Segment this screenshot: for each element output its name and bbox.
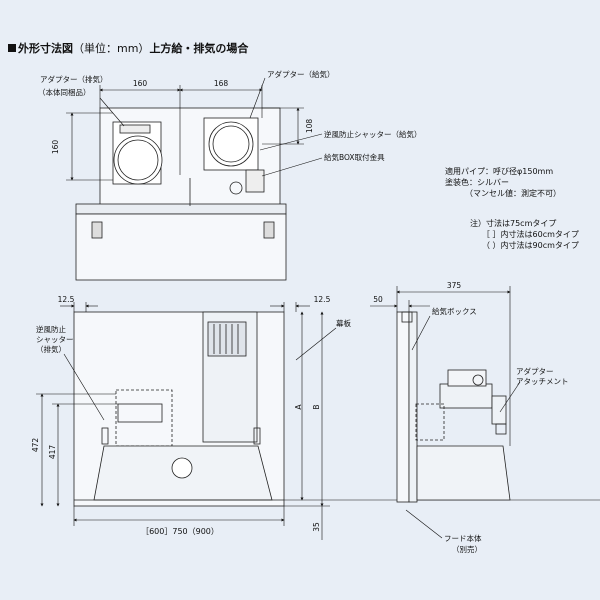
top-view-dims — [66, 77, 323, 181]
dim-12-5-left: 12.5 — [58, 295, 75, 304]
front-view — [73, 311, 285, 507]
side-view-dims — [370, 286, 521, 539]
dim-A: A — [294, 404, 303, 410]
title-tail: 上方給・排気の場合 — [149, 42, 249, 55]
label-backdraft-exhaust-3: （排気） — [36, 344, 66, 354]
note-90cm: （ ）内寸法は90cmタイプ — [482, 241, 579, 250]
label-curtain: 幕板 — [336, 318, 351, 328]
title-bullet-icon — [8, 44, 16, 52]
dim-472: 472 — [31, 438, 40, 453]
dim-417: 417 — [48, 445, 57, 460]
note-75cm: 注）寸法は75cmタイプ — [470, 219, 557, 228]
spec-munsell: （マンセル値：測定不可） — [465, 189, 561, 198]
dim-168: 168 — [214, 79, 229, 88]
dim-35: 35 — [312, 522, 321, 532]
dim-B: B — [312, 404, 321, 409]
dim-108: 108 — [305, 119, 314, 134]
dim-160-horizontal: 160 — [133, 79, 148, 88]
spec-block: 適用パイプ：呼び径φ150mm 塗装色：シルバー （マンセル値：測定不可） — [445, 166, 561, 199]
label-box-bracket: 給気BOX取付金具 — [324, 152, 385, 162]
label-backdraft-exhaust-1: 逆風防止 — [36, 324, 66, 334]
label-adapter-attachment-2: アタッチメント — [516, 377, 569, 386]
top-view — [75, 107, 287, 281]
spec-pipe: 適用パイプ：呼び径φ150mm — [445, 167, 554, 176]
label-supply-box: 給気ボックス — [432, 306, 477, 316]
label-backdraft-supply: 逆風防止シャッター（給気） — [324, 129, 422, 139]
label-adapter-exhaust: アダプター（排気） — [40, 74, 108, 84]
side-view — [396, 311, 511, 503]
spec-color: 塗装色：シルバー — [445, 178, 509, 187]
label-adapter-attachment-1: アダプター — [516, 366, 554, 376]
label-hood-body-1: フード本体 — [444, 533, 482, 543]
label-adapter-supply: アダプター（給気） — [267, 69, 335, 79]
dim-width: ［600］750（900） — [141, 527, 219, 536]
dim-160-vertical: 160 — [51, 140, 60, 155]
label-hood-body-2: （別売） — [452, 544, 482, 554]
page-title: 外形寸法図（単位：mm）上方給・排気の場合 — [8, 40, 248, 56]
dim-12-5-right: 12.5 — [314, 295, 331, 304]
label-backdraft-exhaust-2: シャッター — [36, 335, 74, 344]
dim-50: 50 — [373, 295, 383, 304]
title-unit: （単位：mm） — [73, 42, 150, 55]
title-main: 外形寸法図 — [18, 42, 73, 55]
notes-block: 注）寸法は75cmタイプ ［ ］内寸法は60cmタイプ （ ）内寸法は90cmタ… — [470, 218, 579, 251]
note-60cm: ［ ］内寸法は60cmタイプ — [482, 230, 579, 239]
label-adapter-exhaust-note: （本体同梱品） — [38, 87, 91, 97]
dim-375: 375 — [447, 281, 462, 290]
